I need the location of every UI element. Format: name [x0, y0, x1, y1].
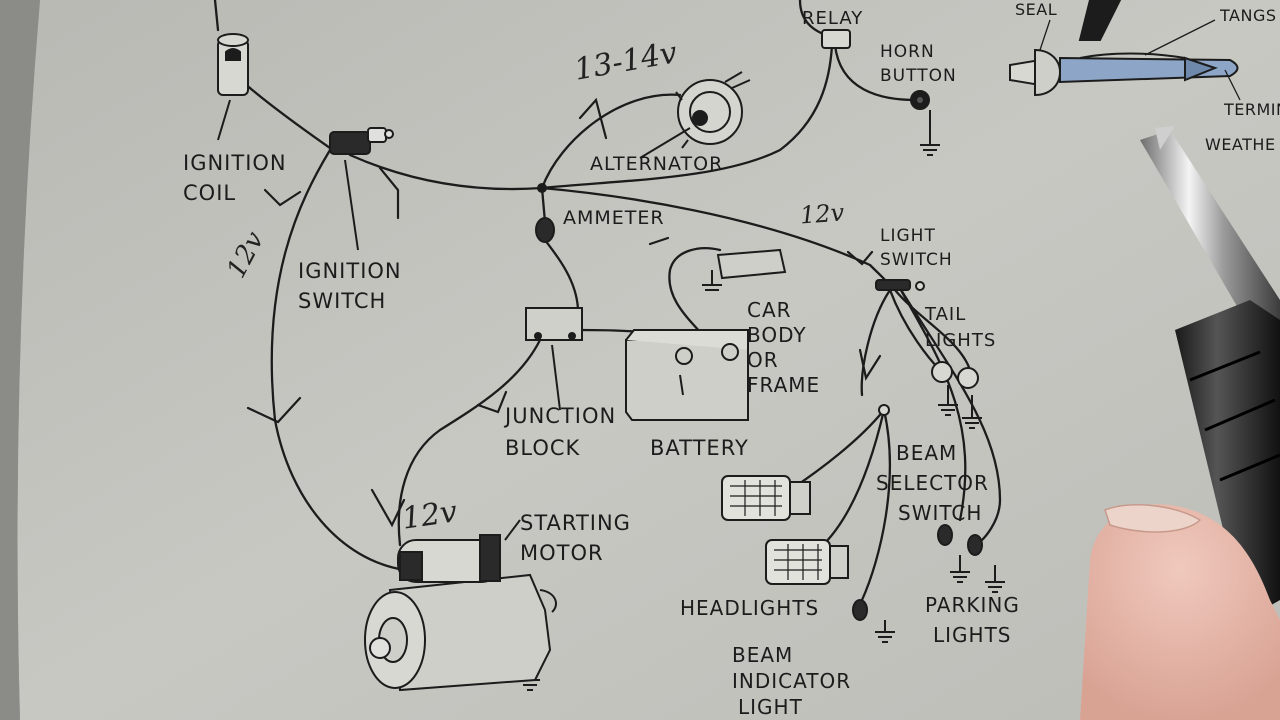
beam-indicator-light-label: BEAM INDICATOR LIGHT — [732, 642, 851, 720]
starting-motor-label: STARTING MOTOR — [520, 508, 631, 568]
junction-block-drawing — [525, 307, 583, 411]
parking-lights-label-line2: LIGHTS — [933, 623, 1012, 647]
beam-selector-switch-drawing — [878, 404, 890, 416]
car-body-label-line2: BODY — [747, 323, 807, 347]
beam-selector-switch-label-line1: BEAM — [896, 441, 958, 465]
alternator-drawing — [639, 71, 751, 159]
beam-indicator-light-drawing — [852, 599, 868, 621]
beam-indicator-light-label-line1: BEAM — [732, 643, 794, 667]
battery-drawing — [625, 329, 749, 421]
ignition-coil-label-line2: COIL — [183, 181, 237, 205]
ignition-switch-drawing — [329, 127, 394, 251]
junction-block-label-line1: JUNCTION — [505, 404, 617, 428]
horn-button-label: HORN BUTTON — [880, 40, 957, 88]
tail-lights-drawing — [931, 361, 979, 389]
car-body-label: CAR BODY OR FRAME — [747, 298, 820, 398]
car-body-label-line4: FRAME — [747, 373, 821, 397]
beam-selector-switch-label-line3: SWITCH — [898, 501, 983, 525]
parking-lights-drawing — [937, 524, 983, 556]
starting-motor-drawing — [364, 519, 557, 692]
battery-label: BATTERY — [650, 436, 749, 460]
light-switch-drawing — [875, 279, 925, 291]
horn-relay-drawing — [821, 29, 930, 110]
beam-selector-switch-label-line2: SELECTOR — [876, 471, 989, 495]
ignition-coil-label-line1: IGNITION — [183, 151, 287, 175]
ignition-switch-label-line2: SWITCH — [298, 289, 387, 313]
ammeter-label: AMMETER — [563, 207, 665, 229]
tangs-label: TANGS — [1220, 6, 1277, 25]
terminal-label: TERMIN — [1224, 100, 1280, 119]
connector-detail-drawing — [1009, 0, 1241, 101]
ignition-switch-label: IGNITION SWITCH — [298, 256, 402, 316]
starting-motor-label-line1: STARTING — [520, 511, 631, 535]
seal-label: SEAL — [1015, 0, 1058, 19]
headlights-label: HEADLIGHTS — [680, 596, 820, 620]
beam-indicator-light-label-line3: LIGHT — [738, 695, 803, 719]
ignition-switch-label-line1: IGNITION — [298, 259, 402, 283]
junction-block-label: JUNCTION BLOCK — [505, 400, 616, 464]
parking-lights-label: PARKING LIGHTS — [925, 590, 1020, 650]
ignition-coil-label: IGNITION COIL — [183, 148, 287, 208]
horn-button-label-line1: HORN — [880, 42, 935, 62]
starting-motor-label-line2: MOTOR — [520, 541, 604, 565]
finger — [1080, 504, 1280, 720]
light-switch-label-line1: LIGHT — [880, 226, 936, 246]
car-body-label-line3: OR — [747, 348, 779, 372]
beam-indicator-light-label-line2: INDICATOR — [732, 669, 852, 693]
light-switch-label-line2: SWITCH — [880, 250, 953, 270]
handwritten-arrows — [246, 97, 882, 528]
tail-lights-label-line1: TAIL — [925, 304, 967, 325]
ignition-coil-drawing — [217, 33, 249, 141]
car-body-ground-drawing — [716, 248, 787, 280]
junction-block-label-line2: BLOCK — [505, 436, 581, 460]
weather-label: WEATHE — [1205, 135, 1276, 154]
tail-lights-label: TAIL LIGHTS — [925, 302, 996, 354]
ammeter-drawing — [535, 217, 555, 243]
alternator-label: ALTERNATOR — [590, 153, 724, 175]
horn-relay-label: RELAY — [802, 8, 864, 29]
beam-selector-switch-label: BEAM SELECTOR SWITCH — [876, 438, 989, 528]
parking-lights-label-line1: PARKING — [925, 593, 1020, 617]
light-switch-label: LIGHT SWITCH — [880, 224, 953, 272]
headlights-drawing — [721, 475, 849, 585]
car-body-label-line1: CAR — [747, 298, 792, 322]
tail-lights-label-line2: LIGHTS — [925, 330, 997, 351]
horn-button-label-line2: BUTTON — [880, 66, 957, 86]
pen — [1140, 126, 1280, 620]
light-feed-voltage-note: 12v — [799, 198, 846, 230]
